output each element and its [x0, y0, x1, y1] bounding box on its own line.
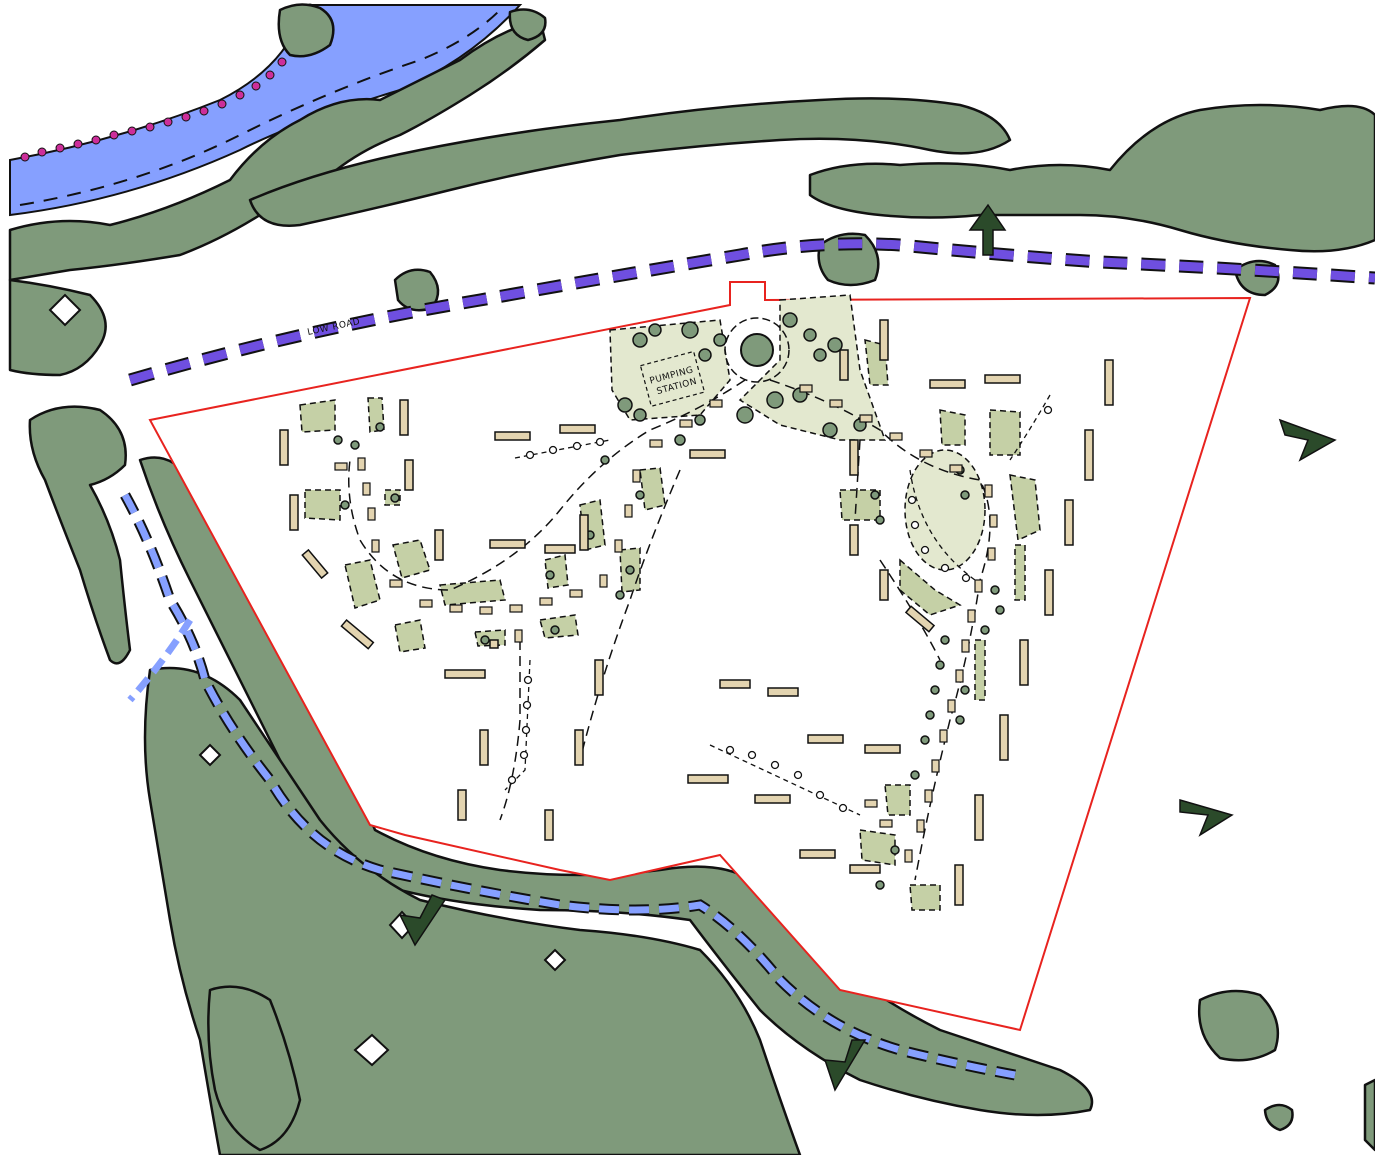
stream-dashes-fill	[121, 493, 1016, 1079]
street-blocks	[334, 384, 998, 863]
stream-branch	[127, 618, 193, 703]
clearings	[48, 293, 567, 1067]
view-arrow-icon	[398, 203, 1337, 1092]
buildings	[279, 319, 1114, 906]
roundabout-icon	[724, 317, 790, 383]
woodland	[8, 3, 1375, 1155]
footpaths	[504, 394, 1053, 816]
tree-icon	[333, 312, 1005, 890]
river-dashed-edge	[19, 9, 501, 206]
road-label: LOW ROAD	[307, 317, 362, 338]
pumping-station	[639, 350, 706, 408]
low-road-dashes-fill	[128, 239, 1375, 385]
